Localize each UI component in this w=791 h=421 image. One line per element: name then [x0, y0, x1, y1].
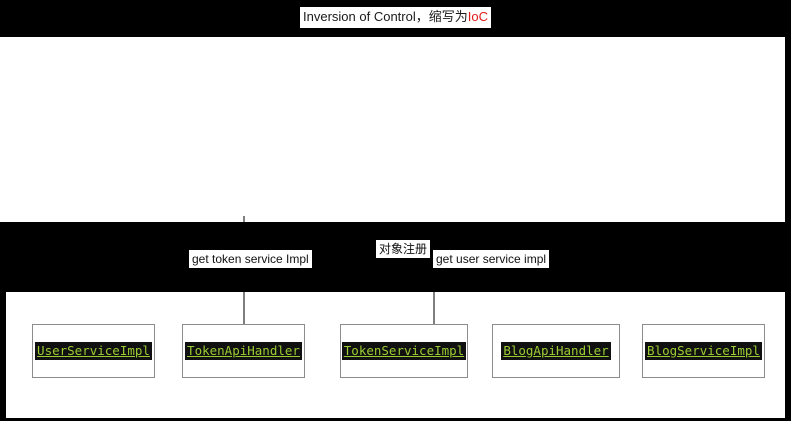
class-box-label: TokenServiceImpl: [341, 342, 467, 360]
label-get-user-service-impl: get user service impl: [433, 250, 550, 268]
diagram-upper-panel: [0, 37, 785, 222]
label-get-token-service-impl: get token service Impl: [189, 250, 312, 268]
class-box-token-service-impl[interactable]: TokenServiceImpl: [340, 324, 468, 378]
page-title-accent: IoC: [467, 9, 488, 24]
class-box-label: TokenApiHandler: [185, 342, 302, 360]
label-object-register: 对象注册: [376, 240, 431, 258]
connector-line-token: [243, 292, 245, 325]
page-title-main: Inversion of Control，缩写为: [303, 9, 468, 24]
class-box-label: UserServiceImpl: [35, 342, 152, 360]
class-box-label: BlogServiceImpl: [645, 342, 762, 360]
diagram-lower-panel: UserServiceImpl TokenApiHandler TokenSer…: [6, 292, 785, 418]
page-title: Inversion of Control，缩写为IoC: [0, 6, 791, 28]
class-box-token-api-handler[interactable]: TokenApiHandler: [182, 324, 305, 378]
connector-stub-icon: [243, 216, 245, 222]
class-box-blog-api-handler[interactable]: BlogApiHandler: [492, 324, 620, 378]
connector-line-user: [433, 292, 435, 325]
class-box-user-service-impl[interactable]: UserServiceImpl: [32, 324, 155, 378]
class-box-label: BlogApiHandler: [501, 342, 611, 360]
class-box-blog-service-impl[interactable]: BlogServiceImpl: [642, 324, 765, 378]
page-title-text: Inversion of Control，缩写为IoC: [300, 7, 491, 28]
